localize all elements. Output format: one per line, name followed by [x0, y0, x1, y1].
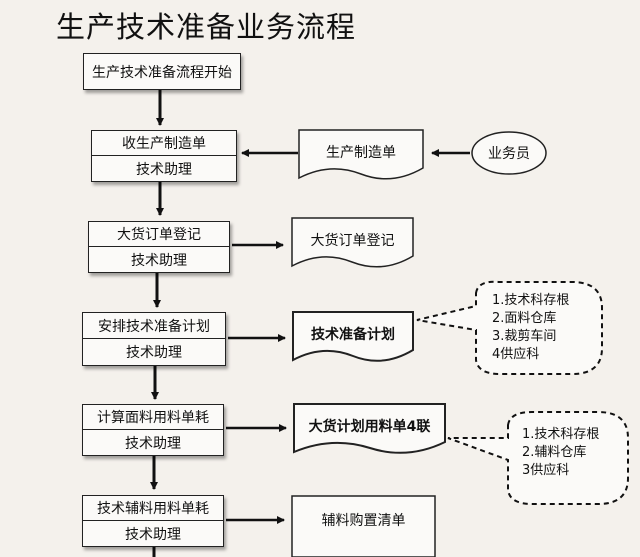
step-accessory-consumption: 技术辅料用料单耗 技术助理: [82, 495, 224, 547]
step-role: 技术助理: [136, 161, 192, 178]
callout-tech-plan: [416, 280, 603, 375]
callout-material-list-list: 1.技术科存根 2.辅料仓库 3供应科: [522, 426, 599, 480]
step-fabric-consumption: 计算面料用料单耗 技术助理: [82, 404, 224, 456]
doc-order-registration-label: 大货订单登记: [310, 233, 395, 249]
page-title: 生产技术准备业务流程: [56, 10, 357, 44]
step-receive-order: 收生产制造单 技术助理: [91, 130, 237, 182]
doc-accessory-list-label: 辅料购置清单: [321, 513, 406, 529]
start-label: 生产技术准备流程开始: [92, 64, 232, 81]
document-shape-order-registration: [291, 217, 414, 268]
step-role: 技术助理: [125, 435, 181, 452]
actor-ellipse: [471, 131, 547, 175]
callout-tech-plan-list: 1.技术科存根 2.面料仓库 3.裁剪车间 4供应科: [492, 292, 569, 364]
step-role: 技术助理: [125, 526, 181, 543]
list-item: 4供应科: [492, 347, 540, 362]
start-box: 生产技术准备流程开始: [83, 53, 241, 90]
step-action: 收生产制造单: [92, 131, 236, 156]
actor-label: 业务员: [488, 146, 530, 162]
document-shape-material-list: [293, 403, 446, 454]
step-arrange-plan: 安排技术准备计划 技术助理: [82, 312, 226, 366]
step-action: 大货订单登记: [89, 222, 229, 247]
document-shape-production-order: [298, 129, 424, 180]
list-item: 3.裁剪车间: [492, 329, 557, 344]
list-item: 1.技术科存根: [522, 427, 600, 442]
side-flow-arrows: [226, 149, 470, 524]
main-flow-arrows: [150, 90, 164, 557]
doc-production-order-label: 生产制造单: [326, 145, 396, 161]
step-role: 技术助理: [131, 252, 187, 269]
step-action: 安排技术准备计划: [83, 313, 225, 339]
doc-material-list-label: 大货计划用料单4联: [308, 419, 431, 435]
document-shape-accessory-list: [291, 495, 436, 557]
list-item: 1.技术科存根: [492, 293, 570, 308]
document-shape-tech-plan: [292, 311, 414, 362]
step-role: 技术助理: [126, 345, 182, 361]
list-item: 3供应科: [522, 463, 570, 478]
list-item: 2.辅料仓库: [522, 445, 587, 460]
callout-material-list: [447, 411, 629, 505]
step-action: 计算面料用料单耗: [83, 405, 223, 430]
step-order-registration: 大货订单登记 技术助理: [88, 221, 230, 273]
step-action: 技术辅料用料单耗: [83, 496, 223, 521]
doc-tech-plan-label: 技术准备计划: [311, 327, 395, 343]
list-item: 2.面料仓库: [492, 311, 557, 326]
